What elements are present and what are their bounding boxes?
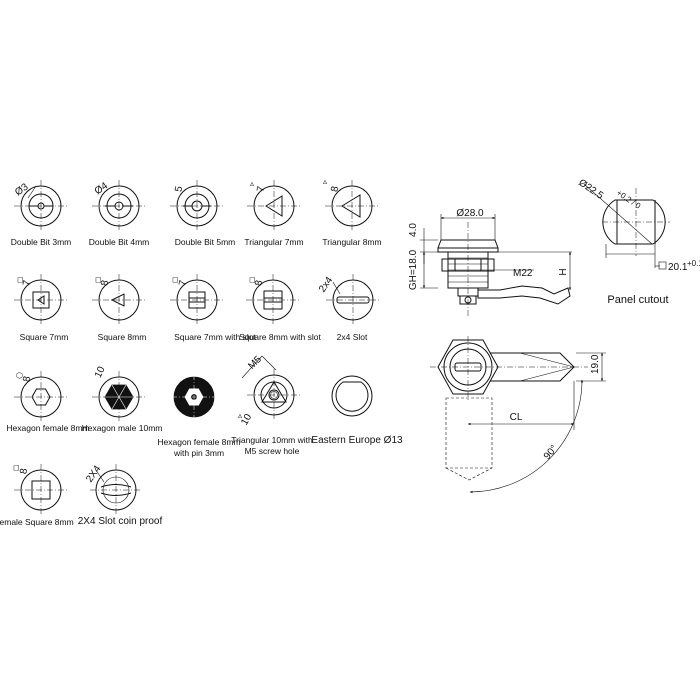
triangle-icon: ▵ [238, 411, 242, 420]
insert-caption: Square 8mm [98, 332, 147, 342]
insert-caption: Square 7mm [20, 332, 69, 342]
square-icon: ◻ [249, 275, 256, 284]
lock-rear-view: 19.0 CL 90° [430, 336, 606, 494]
insert-triangular-8mm: ▵ 8 Triangular 8mm [322, 177, 381, 247]
insert-caption: Double Bit 3mm [11, 237, 71, 247]
insert-square-7mm-with-slot: ◻ 7 Square 7mm with slot [170, 274, 256, 342]
size-label: 8 [329, 185, 341, 193]
insert-caption: Eastern Europe Ø13 [311, 435, 403, 446]
insert-triangular-7mm: ▵ 7 Triangular 7mm [244, 179, 303, 247]
insert-square-8mm-with-slot: ◻ 8 Square 8mm with slot [239, 274, 321, 342]
insert-hexagon-female-8mm-pin: Hexagon female 8mm with pin 3mm [157, 375, 241, 458]
square-icon: ◻ [172, 275, 179, 284]
insert-caption: Hexagon male 10mm [82, 423, 163, 433]
square-icon: ◻ [95, 275, 102, 284]
insert-caption: Square 7mm with slot [174, 332, 256, 342]
dim-diameter: Ø28.0 [456, 208, 484, 219]
insert-hexagon-male-10mm: 10 Hexagon male 10mm [82, 365, 163, 433]
dim-thread: M22 [513, 268, 533, 279]
insert-caption: Triangular 8mm [322, 237, 381, 247]
lock-side-view: Ø28.0 4.0 GH=18.0 M22 H [408, 208, 572, 316]
insert-square-7mm: ◻ 7 Square 7mm [14, 274, 68, 342]
dim-grip-height: GH=18.0 [408, 249, 419, 290]
dim-cutout-diameter: Ø22.5 [576, 177, 605, 202]
size-label: Ø3 [13, 181, 31, 198]
insert-square-8mm: ◻ 8 Square 8mm [92, 274, 146, 342]
dim-cam-length: CL [510, 412, 523, 423]
dim-flange-height: 4.0 [408, 223, 419, 237]
insert-2x4-slot-coin-proof: 2X4 2X4 Slot coin proof [78, 463, 163, 527]
size-label: 2X4 [84, 463, 103, 484]
size-label: 10 [239, 412, 254, 428]
size-label: 10 [93, 365, 108, 380]
size-label: 8 [253, 279, 265, 287]
square-icon: ◻ [17, 275, 24, 284]
insert-caption: Double Bit 4mm [89, 237, 149, 247]
insert-caption: Triangular 7mm [244, 237, 303, 247]
insert-triangular-10mm-m5: M5 ▵ 10 Triangular 10mm with M5 screw ho… [231, 354, 313, 456]
insert-female-square-8mm: ◻ 8 Female Square 8mm [0, 463, 74, 527]
size-label: 2x4 [317, 275, 336, 295]
triangle-icon: ▵ [323, 177, 327, 186]
insert-caption-line2: with pin 3mm [173, 448, 224, 458]
panel-cutout-title: Panel cutout [607, 294, 668, 306]
size-label: Ø4 [93, 180, 111, 197]
triangle-icon: ▵ [250, 179, 254, 188]
insert-hexagon-female-8mm: ⬡ 8 Hexagon female 8mm [6, 371, 90, 433]
size-label: 8 [18, 467, 30, 475]
panel-cutout: Ø22.5 +0.2 / 0 20.1 +0.1 / 0 Panel cutou… [576, 177, 700, 306]
insert-caption: Hexagon female 8mm [6, 423, 89, 433]
insert-caption: Female Square 8mm [0, 517, 74, 527]
size-label: 8 [21, 375, 33, 383]
dim-height: H [558, 268, 569, 275]
insert-double-bit-3mm: Ø3 Double Bit 3mm [11, 180, 71, 247]
insert-caption-line1: Triangular 10mm with [231, 435, 313, 445]
insert-caption: Double Bit 5mm [175, 237, 235, 247]
dim-cutout-flat: 20.1 [668, 262, 688, 273]
insert-caption-line1: Hexagon female 8mm [157, 437, 240, 447]
dim-rotation: 90° [542, 443, 560, 462]
insert-caption: 2x4 Slot [337, 332, 368, 342]
dim-cutout-flat-tolerance: +0.1 / 0 [687, 259, 700, 268]
size-label: 8 [99, 279, 111, 287]
insert-caption: Square 8mm with slot [239, 332, 321, 342]
size-label: 7 [255, 185, 267, 193]
insert-caption: 2X4 Slot coin proof [78, 516, 163, 527]
hexagon-icon: ⬡ [16, 371, 23, 380]
insert-double-bit-5mm: 5 Double Bit 5mm [170, 180, 235, 247]
insert-2x4-slot: 2x4 2x4 Slot [317, 274, 380, 342]
insert-caption-line2: M5 screw hole [245, 446, 300, 456]
insert-double-bit-4mm: Ø4 Double Bit 4mm [89, 180, 149, 247]
size-label: 7 [21, 279, 33, 287]
insert-eastern-europe-13: Eastern Europe Ø13 [311, 375, 403, 446]
size-label: 5 [173, 185, 185, 193]
size-label: 7 [177, 279, 189, 287]
dim-cam-width: 19.0 [590, 354, 601, 374]
square-icon: ◻ [13, 463, 20, 472]
